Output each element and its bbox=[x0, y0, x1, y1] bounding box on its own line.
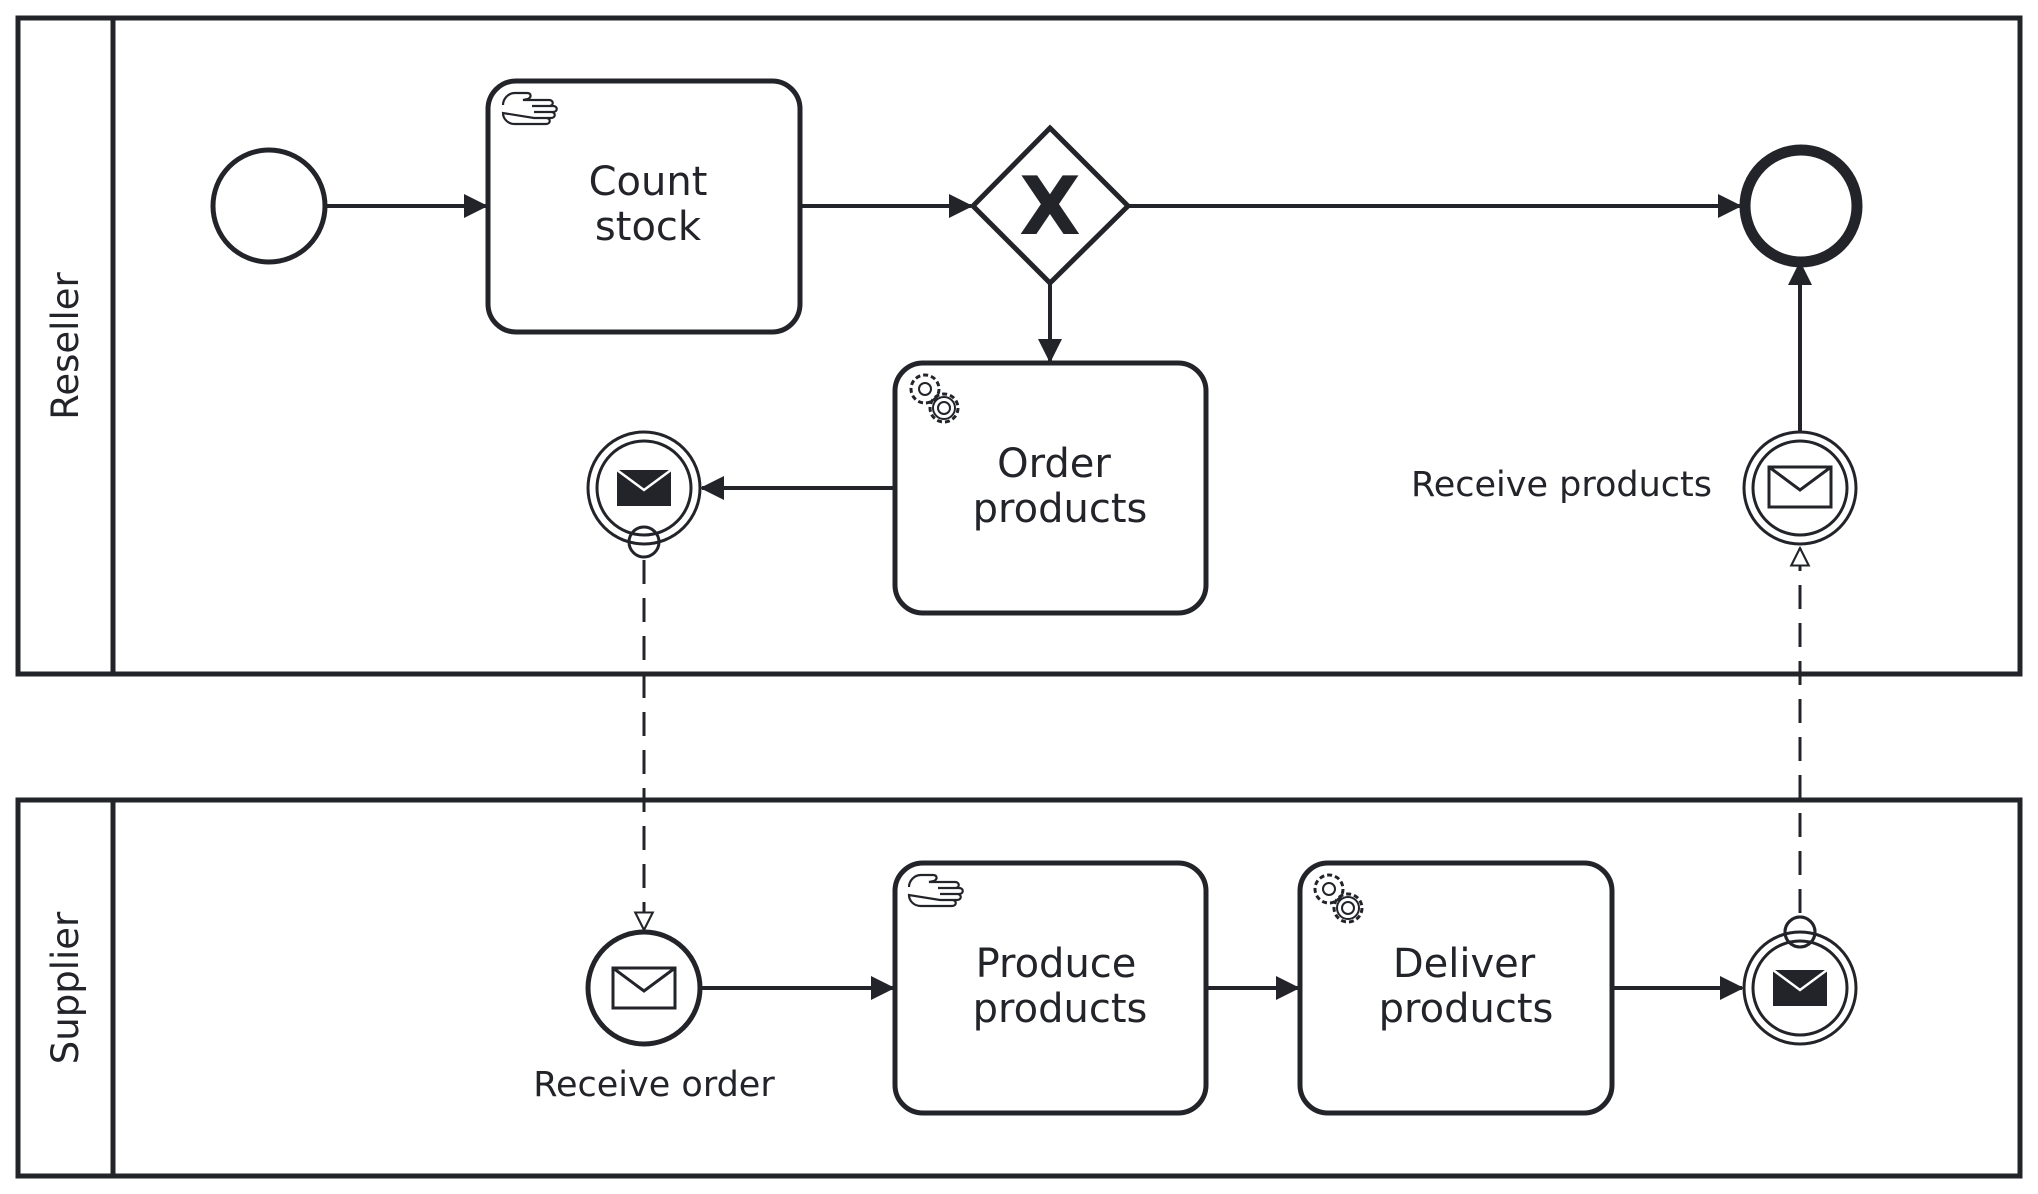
exclusive-gateway[interactable]: X bbox=[969, 124, 1132, 287]
task-label-line2: products bbox=[973, 486, 1148, 532]
manual-task-icon bbox=[501, 91, 558, 126]
end-event[interactable] bbox=[1739, 144, 1863, 268]
task-deliver-products[interactable]: Deliver products bbox=[1297, 860, 1615, 1116]
service-task-icon bbox=[1313, 873, 1364, 924]
message-flows bbox=[627, 525, 1817, 949]
gateway-marker: X bbox=[1019, 160, 1081, 253]
pool-supplier[interactable]: Supplier bbox=[15, 797, 2023, 1179]
intermediate-message-catch-event-products[interactable] bbox=[1742, 430, 1858, 546]
sequence-flows-reseller bbox=[326, 194, 1812, 500]
message-flow-origin-dot bbox=[1783, 915, 1817, 949]
task-label-line1: Deliver bbox=[1393, 941, 1536, 987]
event-label-receive-products: Receive products bbox=[1411, 465, 1712, 505]
task-produce-products[interactable]: Produce products bbox=[892, 860, 1209, 1116]
envelope-icon bbox=[1767, 465, 1833, 509]
task-label-line2: products bbox=[1379, 986, 1554, 1032]
task-label-line1: Count bbox=[589, 159, 708, 205]
intermediate-message-throw-event-order[interactable] bbox=[586, 430, 702, 546]
filled-envelope-icon bbox=[616, 468, 672, 506]
message-start-event-receive-order[interactable] bbox=[585, 929, 703, 1047]
task-label-line1: Produce bbox=[976, 941, 1137, 987]
event-label-receive-order: Receive order bbox=[533, 1065, 775, 1105]
task-order-products[interactable]: Order products bbox=[892, 360, 1209, 616]
filled-envelope-icon bbox=[1772, 968, 1828, 1006]
service-task-icon bbox=[909, 373, 960, 424]
message-end-event-deliver[interactable] bbox=[1742, 930, 1858, 1046]
task-label-line2: stock bbox=[595, 204, 702, 250]
pool-label-supplier: Supplier bbox=[44, 911, 87, 1064]
manual-task-icon bbox=[907, 873, 964, 908]
task-count-stock[interactable]: Count stock bbox=[485, 78, 803, 335]
start-event[interactable] bbox=[210, 147, 328, 265]
pool-label-reseller: Reseller bbox=[44, 272, 87, 420]
task-label-line1: Order bbox=[997, 441, 1111, 487]
task-label-line2: products bbox=[973, 986, 1148, 1032]
envelope-icon bbox=[611, 966, 677, 1010]
pool-reseller[interactable]: Reseller bbox=[15, 15, 2023, 677]
